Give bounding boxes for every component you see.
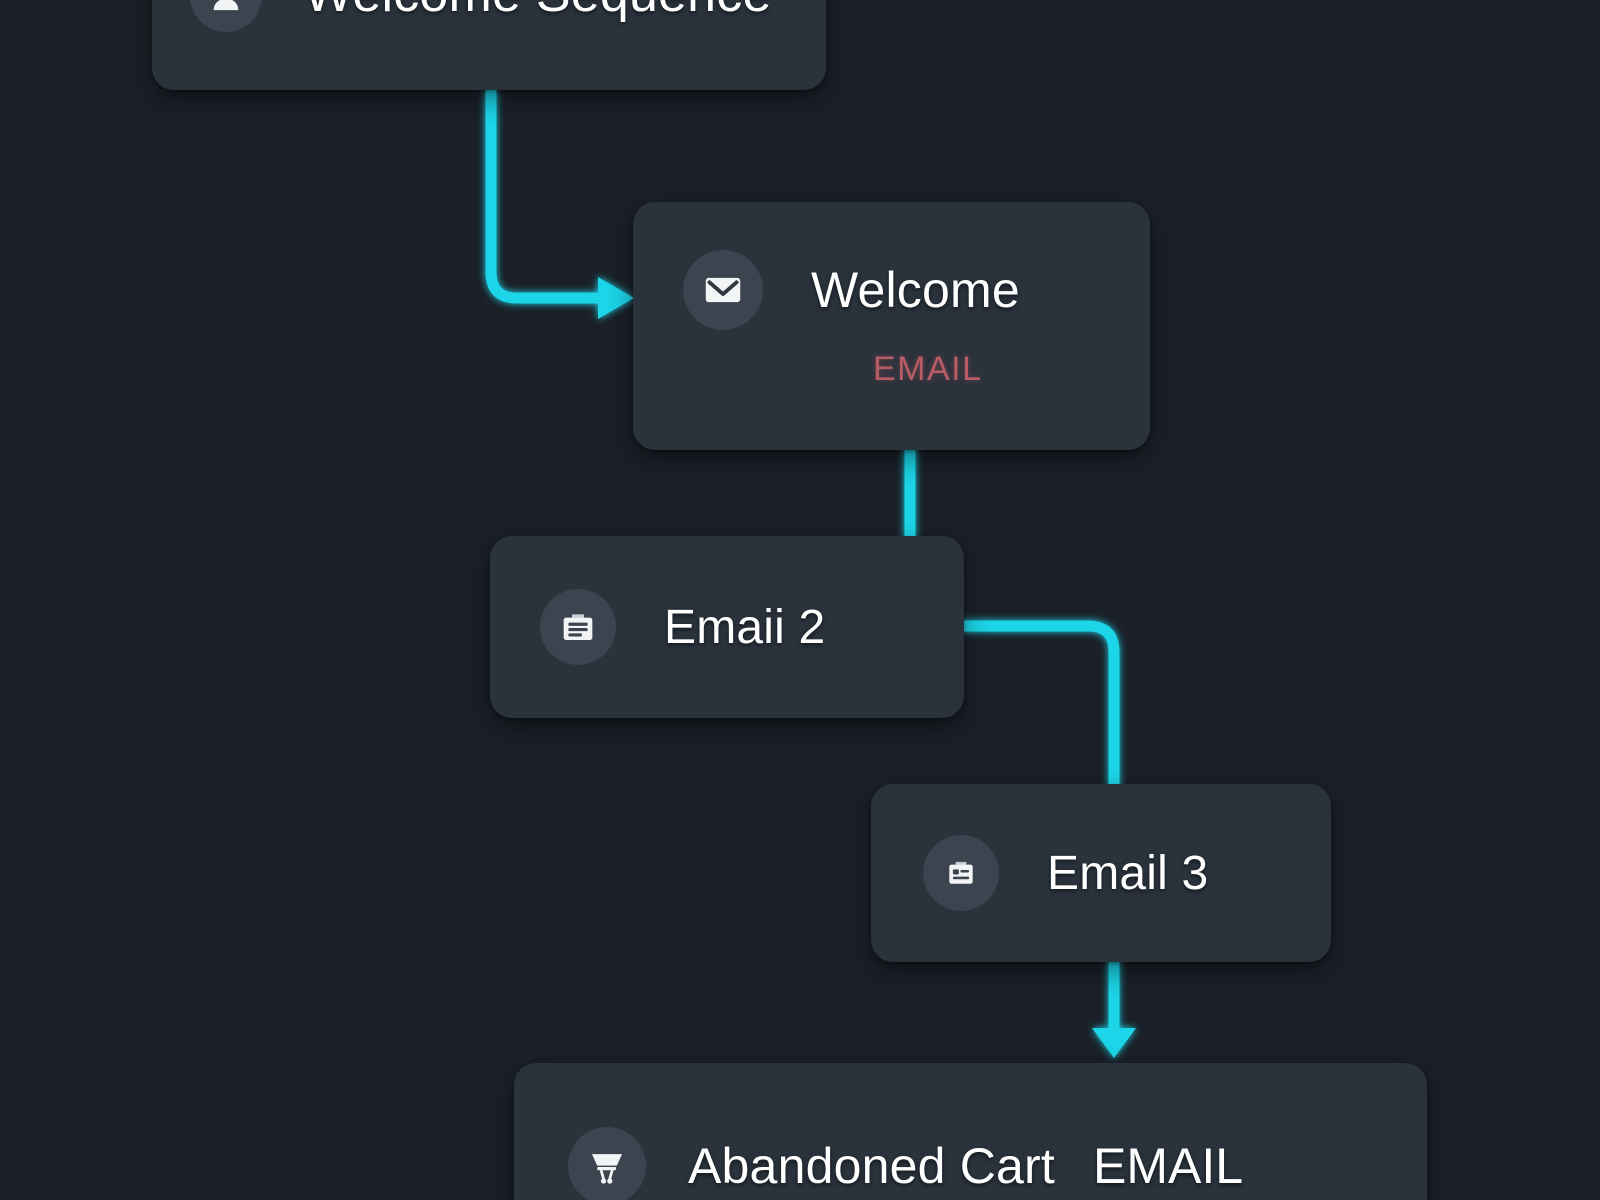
envelope-icon [683, 250, 763, 330]
shopping-cart-icon [568, 1127, 646, 1200]
article-icon [923, 835, 999, 911]
person-icon [190, 0, 262, 32]
node-header: Email 3 [923, 835, 1331, 911]
node-title: Emaii 2 [664, 600, 826, 654]
node-type-tag: EMAIL [1092, 1138, 1244, 1194]
article-icon [540, 589, 616, 665]
node-header: Welcome Sequence [190, 0, 826, 90]
node-welcome-sequence[interactable]: Welcome Sequence [152, 0, 826, 90]
node-title: Welcome Sequence [304, 0, 772, 24]
arrowhead-right-welcome [598, 277, 634, 319]
node-welcome[interactable]: Welcome EMAIL [633, 202, 1150, 450]
node-header: Emaii 2 [540, 589, 964, 665]
node-email2[interactable]: Emaii 2 [490, 536, 964, 718]
connector-email2-to-email3 [962, 620, 1120, 790]
node-header: Welcome [683, 250, 1150, 330]
node-title: Abandoned Cart [688, 1138, 1055, 1194]
node-header: Abandoned Cart EMAIL [568, 1063, 1427, 1200]
node-email3[interactable]: Email 3 [871, 784, 1331, 962]
node-abandoned-cart[interactable]: Abandoned Cart EMAIL [514, 1063, 1427, 1200]
node-title: Email 3 [1047, 846, 1209, 900]
arrowhead-down-abandoned-cart [1092, 1028, 1136, 1058]
connector-welcome-sequence-to-welcome [485, 90, 600, 304]
node-type-tag: EMAIL [873, 350, 983, 388]
node-title: Welcome [811, 262, 1020, 318]
